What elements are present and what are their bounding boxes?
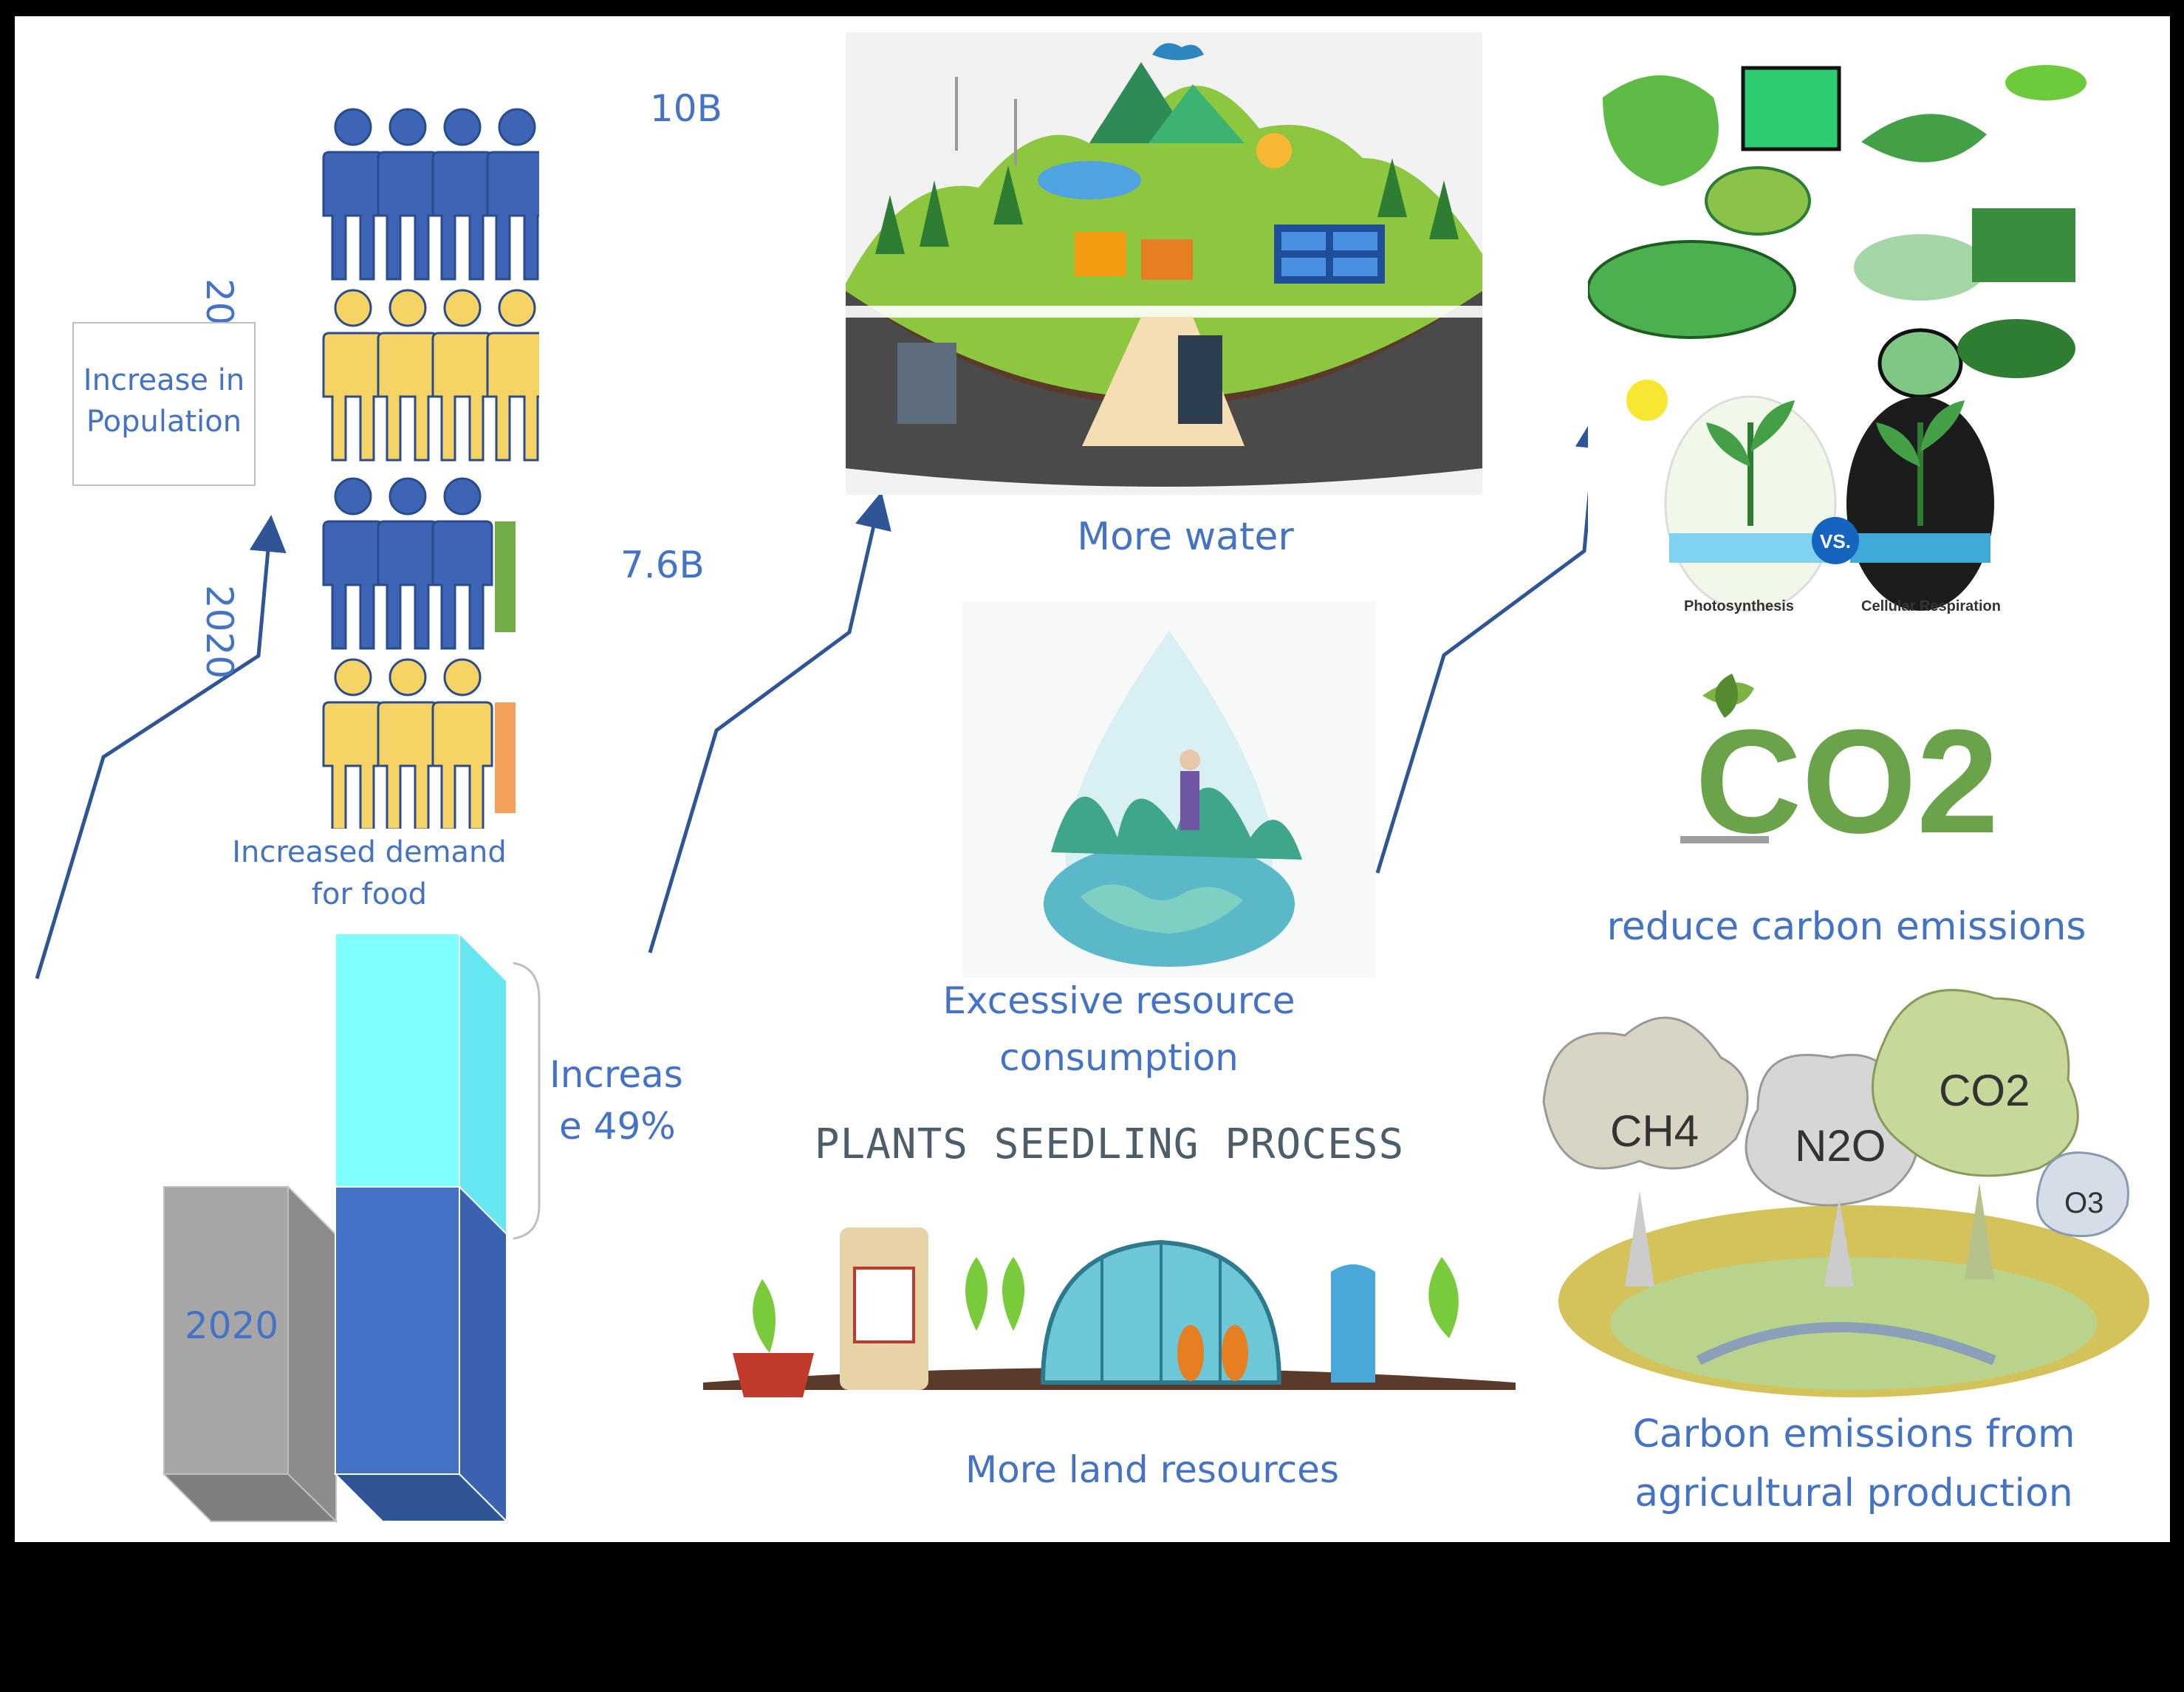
more-land-label: More land resources — [965, 1448, 1339, 1491]
seedling-process-illustration: PLANTS SEEDLING PROCESS — [688, 1087, 1530, 1397]
photosynthesis-caption: Photosynthesis — [1684, 598, 1794, 614]
vs-badge-text: VS. — [1820, 530, 1851, 552]
gas-ch4-label: CH4 — [1610, 1106, 1699, 1156]
gas-n2o-label: N2O — [1795, 1121, 1886, 1171]
arrow-population — [35, 515, 287, 979]
excessive-resource-line1: Excessive resource — [942, 979, 1295, 1022]
seedling-scene — [703, 1227, 1516, 1397]
cyan-bar-side — [459, 931, 507, 1236]
co2-logo: CO2 — [1680, 674, 1999, 858]
co2-logo-text: CO2 — [1695, 699, 1999, 858]
increase-percent-line2: e 49% — [559, 1105, 676, 1148]
demand-food-line1: Increased demand — [232, 835, 507, 869]
water-drop-globe-illustration — [962, 601, 1376, 978]
blue-bar-front — [335, 1186, 460, 1475]
blue-bar-side — [459, 1185, 507, 1524]
reduce-carbon-label: reduce carbon emissions — [1606, 905, 2087, 949]
bar-year-label: 2020 — [185, 1304, 279, 1347]
population-2020-value: 7.6B — [620, 544, 705, 586]
arrow-water — [648, 491, 891, 953]
gas-co2-label: CO2 — [1939, 1066, 2030, 1115]
agri-emissions-line1: Carbon emissions from — [1632, 1412, 2075, 1456]
seedling-title: PLANTS SEEDLING PROCESS — [814, 1120, 1405, 1168]
agricultural-emissions-illustration: CH4 N2O CO2 O3 — [1536, 976, 2157, 1405]
agri-emissions-line2: agricultural production — [1634, 1471, 2073, 1515]
increase-percent-line1: Increas — [550, 1053, 683, 1096]
demand-food-line2: for food — [311, 877, 428, 911]
bar-comparison-graphic — [162, 931, 541, 1524]
photosynthesis-vs-respiration-illustration: VS. Photosynthesis Cellular Respiration — [1588, 53, 2090, 614]
population-people-graphic — [322, 108, 539, 829]
cyan-bar-front — [335, 933, 460, 1188]
gray-bar-side — [287, 1185, 337, 1524]
diagram-panel: 10B 7.6B 2050 2020 Increase in Populatio… — [15, 16, 2170, 1542]
increase-population-line2: Population — [86, 405, 242, 439]
arrow-carbon — [1375, 411, 1612, 874]
gray-bar-front — [163, 1186, 289, 1475]
year-2020-vertical-label: 2020 — [198, 585, 241, 679]
excessive-resource-line2: consumption — [999, 1036, 1239, 1079]
increase-population-box: Increase in Population — [72, 322, 256, 486]
more-water-label: More water — [1077, 515, 1294, 559]
gas-o3-label: O3 — [2064, 1187, 2103, 1219]
increase-population-line1: Increase in — [83, 363, 245, 397]
respiration-caption: Cellular Respiration — [1861, 598, 2001, 614]
eco-city-illustration — [846, 32, 1482, 495]
population-2050-value: 10B — [650, 87, 722, 130]
increase-brace — [513, 962, 541, 1240]
